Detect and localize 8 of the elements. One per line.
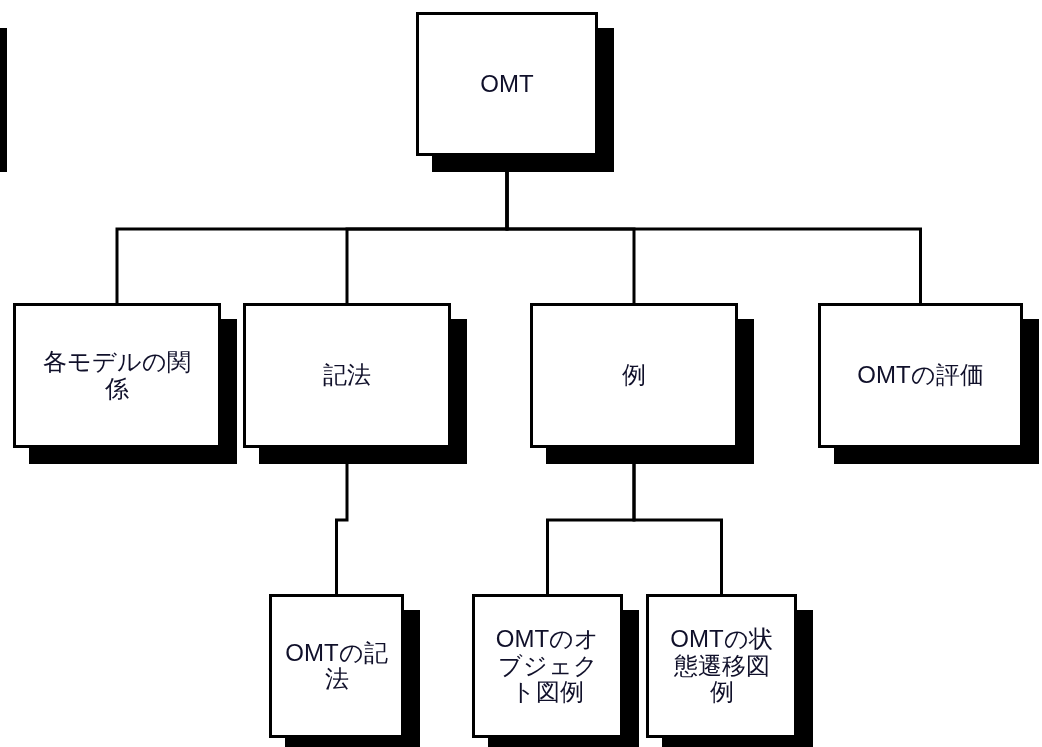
box-label: OMTの状態遷移図例 bbox=[669, 626, 774, 706]
box-label: 例 bbox=[621, 362, 647, 389]
box-label: OMT bbox=[479, 70, 535, 98]
box-label: 記法 bbox=[322, 362, 372, 389]
box-label: OMTの記法 bbox=[284, 639, 389, 693]
box-label: OMTの評価 bbox=[856, 362, 985, 389]
box-label: 各モデルの関係 bbox=[42, 349, 192, 402]
box-label: OMTのオブジェクト図例 bbox=[494, 626, 601, 706]
